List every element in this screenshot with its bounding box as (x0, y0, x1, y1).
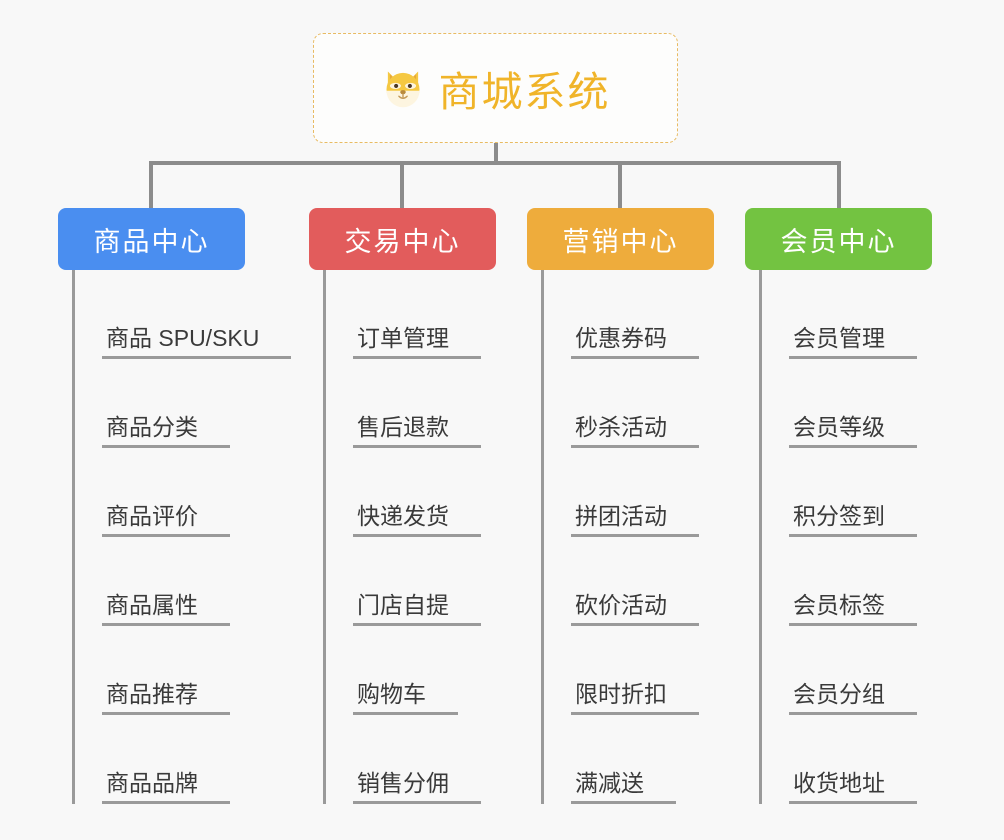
connector-root-stem (494, 143, 498, 163)
shiba-dog-face-icon (381, 66, 425, 110)
list-item[interactable]: 会员管理 (759, 270, 1004, 359)
list-item[interactable]: 拼团活动 (541, 448, 801, 537)
list-item[interactable]: 会员等级 (759, 359, 1004, 448)
list-item[interactable]: 收货地址 (759, 715, 1004, 804)
list-item[interactable]: 积分签到 (759, 448, 1004, 537)
connector-horizontal-bus (149, 161, 841, 165)
branch-spine (541, 270, 544, 804)
leaf-label: 会员标签 (789, 594, 917, 626)
list-item[interactable]: 优惠券码 (541, 270, 801, 359)
connector-drop-1 (149, 161, 153, 209)
leaf-list-2: 优惠券码 秒杀活动 拼团活动 砍价活动 限时折扣 满减送 (541, 270, 801, 804)
leaf-label: 会员分组 (789, 683, 917, 715)
category-header-0[interactable]: 商品中心 (58, 208, 245, 270)
leaf-label: 购物车 (353, 683, 458, 715)
list-item[interactable]: 门店自提 (323, 537, 583, 626)
leaf-label: 销售分佣 (353, 772, 481, 804)
branch-member-center: 会员中心 会员管理 会员等级 积分签到 会员标签 会员分组 收货地址 (745, 208, 932, 804)
list-item[interactable]: 销售分佣 (323, 715, 583, 804)
leaf-label: 会员等级 (789, 416, 917, 448)
list-item[interactable]: 商品评价 (72, 448, 332, 537)
leaf-label: 会员管理 (789, 327, 917, 359)
leaf-label: 快递发货 (353, 505, 481, 537)
leaf-list-0: 商品 SPU/SKU 商品分类 商品评价 商品属性 商品推荐 商品品牌 (72, 270, 332, 804)
list-item[interactable]: 会员分组 (759, 626, 1004, 715)
leaf-label: 秒杀活动 (571, 416, 699, 448)
connector-drop-4 (837, 161, 841, 209)
leaf-label: 商品评价 (102, 505, 230, 537)
branch-spine (72, 270, 75, 804)
list-item[interactable]: 会员标签 (759, 537, 1004, 626)
list-item[interactable]: 满减送 (541, 715, 801, 804)
list-item[interactable]: 秒杀活动 (541, 359, 801, 448)
branch-spine (323, 270, 326, 804)
leaf-label: 优惠券码 (571, 327, 699, 359)
leaf-label: 商品 SPU/SKU (102, 327, 292, 359)
category-label: 交易中心 (344, 226, 461, 257)
leaf-label: 订单管理 (353, 327, 481, 359)
leaf-label: 商品属性 (102, 594, 230, 626)
category-label: 会员中心 (780, 226, 897, 257)
list-item[interactable]: 商品品牌 (72, 715, 332, 804)
leaf-label: 门店自提 (353, 594, 481, 626)
leaf-label: 商品推荐 (102, 683, 230, 715)
leaf-label: 限时折扣 (571, 683, 699, 715)
connector-drop-3 (618, 161, 622, 209)
list-item[interactable]: 砍价活动 (541, 537, 801, 626)
list-item[interactable]: 商品 SPU/SKU (72, 270, 332, 359)
branch-product-center: 商品中心 商品 SPU/SKU 商品分类 商品评价 商品属性 商品推荐 商品品牌 (58, 208, 292, 804)
list-item[interactable]: 订单管理 (323, 270, 583, 359)
leaf-label: 商品品牌 (102, 772, 230, 804)
leaf-list-3: 会员管理 会员等级 积分签到 会员标签 会员分组 收货地址 (759, 270, 1004, 804)
category-label: 营销中心 (562, 226, 679, 257)
leaf-label: 售后退款 (353, 416, 481, 448)
list-item[interactable]: 售后退款 (323, 359, 583, 448)
category-label: 商品中心 (93, 226, 210, 257)
list-item[interactable]: 购物车 (323, 626, 583, 715)
category-header-2[interactable]: 营销中心 (527, 208, 714, 270)
root-node[interactable]: 商城系统 (313, 33, 678, 143)
leaf-label: 收货地址 (789, 772, 917, 804)
category-header-1[interactable]: 交易中心 (309, 208, 496, 270)
category-header-3[interactable]: 会员中心 (745, 208, 932, 270)
branch-spine (759, 270, 762, 804)
leaf-label: 积分签到 (789, 505, 917, 537)
leaf-label: 商品分类 (102, 416, 230, 448)
list-item[interactable]: 快递发货 (323, 448, 583, 537)
root-title: 商城系统 (438, 69, 611, 115)
leaf-label: 满减送 (571, 772, 676, 804)
leaf-label: 砍价活动 (571, 594, 699, 626)
leaf-list-1: 订单管理 售后退款 快递发货 门店自提 购物车 销售分佣 (323, 270, 583, 804)
leaf-label: 拼团活动 (571, 505, 699, 537)
list-item[interactable]: 限时折扣 (541, 626, 801, 715)
list-item[interactable]: 商品属性 (72, 537, 332, 626)
list-item[interactable]: 商品分类 (72, 359, 332, 448)
branch-marketing-center: 营销中心 优惠券码 秒杀活动 拼团活动 砍价活动 限时折扣 满减送 (527, 208, 714, 804)
list-item[interactable]: 商品推荐 (72, 626, 332, 715)
branch-trade-center: 交易中心 订单管理 售后退款 快递发货 门店自提 购物车 销售分佣 (309, 208, 496, 804)
connector-drop-2 (400, 161, 404, 209)
